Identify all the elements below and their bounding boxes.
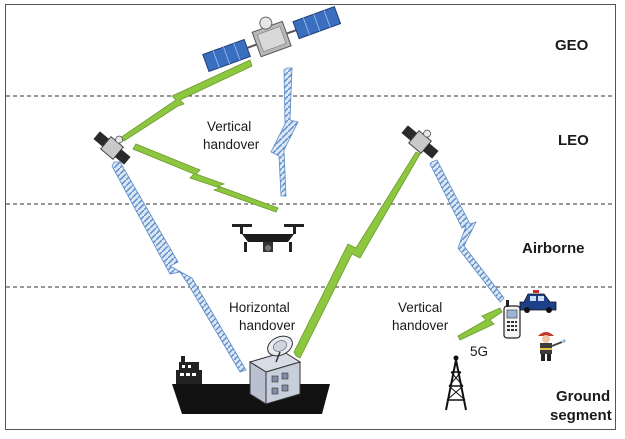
diagram-border — [5, 4, 616, 430]
leo-satellite-right-icon — [401, 125, 439, 159]
layer-label-airborne: Airborne — [522, 240, 585, 257]
layer-label-ground-line2: segment — [550, 407, 612, 424]
geo-satellite-icon — [202, 6, 342, 73]
vertical-handover-right-line2: handover — [392, 318, 449, 333]
link-geo-drone — [270, 67, 299, 197]
link-leo-drone — [132, 143, 279, 213]
link-leo-ship — [111, 161, 247, 373]
police-car-icon — [519, 290, 557, 313]
layer-label-ground-line1: Ground — [556, 388, 610, 405]
link-ship-leo-right — [293, 151, 421, 359]
vertical-handover-top-line2: handover — [203, 137, 260, 152]
link-leo-right-phone — [429, 159, 505, 303]
link-geo-leo-left — [119, 59, 253, 142]
horizontal-handover-line2: handover — [239, 318, 296, 333]
layer-label-geo: GEO — [555, 37, 589, 54]
drone-icon — [232, 224, 304, 252]
link-tower-phone — [457, 307, 503, 341]
mobile-phone-icon — [503, 300, 521, 339]
firefighter-icon — [538, 332, 566, 361]
cell-tower-icon — [445, 355, 467, 411]
layer-label-leo: LEO — [558, 132, 589, 149]
leo-satellite-left-icon — [93, 131, 131, 165]
ship-terminal-icon — [248, 335, 302, 405]
horizontal-handover-line1: Horizontal — [229, 300, 290, 315]
tower-label-5g: 5G — [470, 344, 488, 359]
vertical-handover-right-line1: Vertical — [398, 300, 442, 315]
vertical-handover-top-line1: Vertical — [207, 119, 251, 134]
